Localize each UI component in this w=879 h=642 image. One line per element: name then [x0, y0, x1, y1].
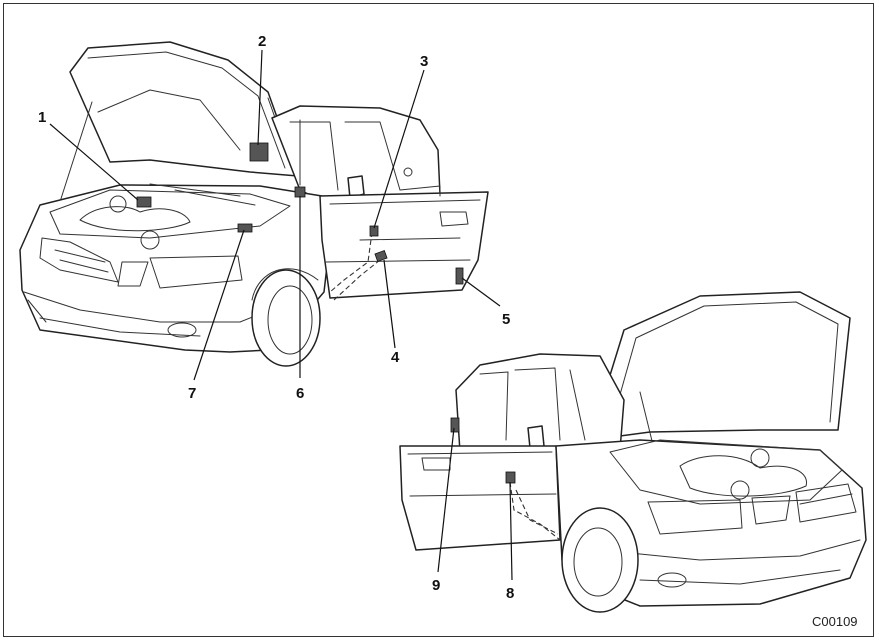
car-front-left-view [19, 41, 489, 367]
figure-code: C00109 [812, 614, 858, 629]
label-7 [237, 223, 253, 233]
label-8 [505, 471, 516, 484]
callout-9: 9 [432, 577, 440, 594]
label-4 [374, 250, 388, 262]
callouts: 1 2 3 4 5 6 7 8 9 [38, 33, 514, 602]
leader-lines [49, 49, 513, 581]
car-front-right-view [399, 291, 867, 613]
label-3 [369, 225, 379, 237]
label-6 [294, 186, 306, 198]
label-5 [455, 267, 464, 285]
label-2 [249, 142, 269, 162]
callout-1: 1 [38, 109, 46, 126]
callout-7: 7 [188, 385, 196, 402]
callout-3: 3 [420, 53, 428, 70]
callout-5: 5 [502, 311, 510, 328]
callout-4: 4 [391, 349, 400, 366]
callout-6: 6 [296, 385, 304, 402]
callout-2: 2 [258, 33, 266, 50]
label-1 [136, 196, 152, 208]
label-9 [450, 417, 460, 433]
callout-8: 8 [506, 585, 514, 602]
